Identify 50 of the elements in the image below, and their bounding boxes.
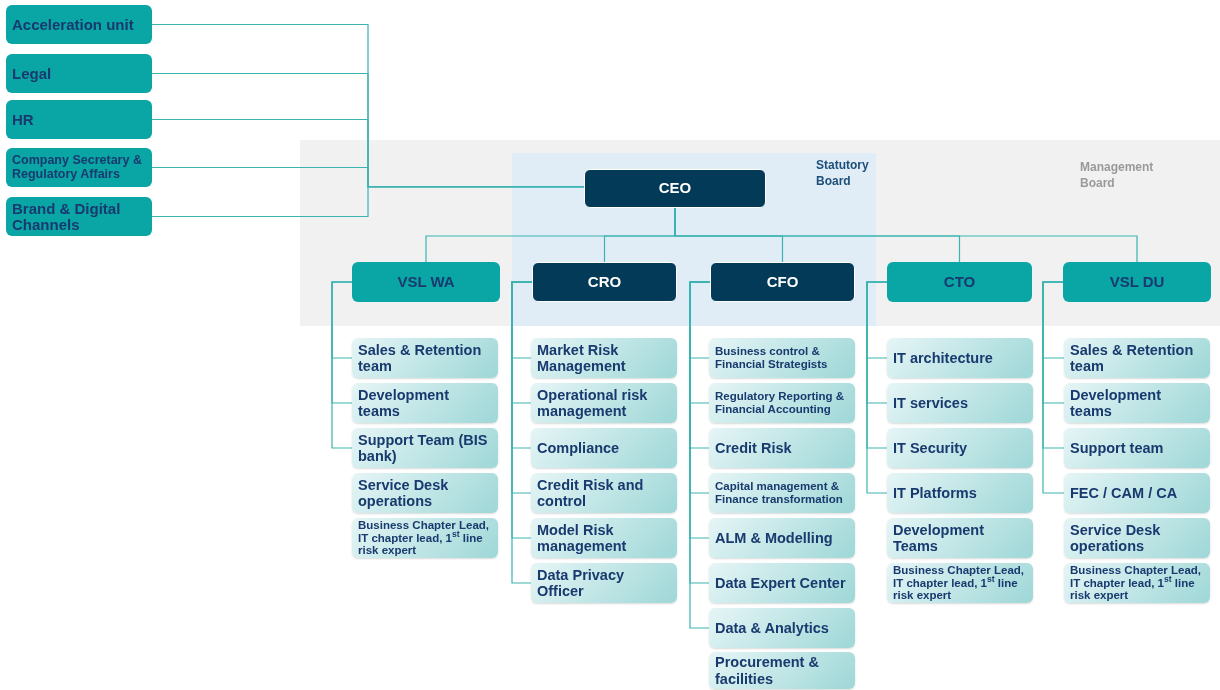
team-box: FEC / CAM / CA — [1064, 473, 1210, 513]
management-board-band — [300, 140, 1220, 326]
executive-box: CEO — [584, 169, 766, 208]
team-box: Model Risk management — [531, 518, 677, 558]
team-box: Data & Analytics — [709, 608, 855, 648]
team-box: Business Chapter Lead, IT chapter lead, 1$^{st}$ line risk expert — [1064, 563, 1210, 603]
team-box: IT architecture — [887, 338, 1033, 378]
connector-line — [151, 185, 585, 218]
team-box: Sales & Retention team — [352, 338, 498, 378]
connector-line — [1042, 281, 1065, 494]
unit-box: Brand & Digital Channels — [6, 197, 152, 236]
team-box: Business Chapter Lead, IT chapter lead, 1$^{st}$ line risk expert — [352, 518, 498, 558]
team-box: Development teams — [352, 383, 498, 423]
team-box: IT Security — [887, 428, 1033, 468]
team-box: Service Desk operations — [352, 473, 498, 513]
team-box: Credit Risk — [709, 428, 855, 468]
division-box: VSL WA — [352, 262, 500, 302]
executive-box: CRO — [532, 262, 677, 302]
team-box: Credit Risk and control — [531, 473, 677, 513]
division-box: CTO — [887, 262, 1032, 302]
unit-box: Company Secretary & Regulatory Affairs — [6, 148, 152, 187]
team-box: Procurement & facilities — [709, 652, 855, 689]
connector-line — [866, 281, 888, 494]
statutory-board-region — [512, 153, 876, 326]
executive-box: CFO — [710, 262, 855, 302]
board-label: Management Board — [1080, 160, 1155, 192]
unit-box: HR — [6, 100, 152, 139]
team-box: Capital management & Finance transformation — [709, 473, 855, 513]
team-box: Business Chapter Lead, IT chapter lead, 1$^{st}$ line risk expert — [887, 563, 1033, 603]
division-box: VSL DU — [1063, 262, 1211, 302]
team-box: Operational risk management — [531, 383, 677, 423]
connector-line — [331, 281, 353, 449]
unit-box: Legal — [6, 54, 152, 93]
team-box: Business control & Financial Strategists — [709, 338, 855, 378]
team-box: Sales & Retention team — [1064, 338, 1210, 378]
team-box: Development teams — [1064, 383, 1210, 423]
board-label: Statutory Board — [816, 158, 870, 190]
team-box: Compliance — [531, 428, 677, 468]
team-box: Regulatory Reporting & Financial Accounting — [709, 383, 855, 423]
team-box: Market Risk Management — [531, 338, 677, 378]
team-box: Data Expert Center — [709, 563, 855, 603]
team-box: Development Teams — [887, 518, 1033, 558]
team-box: Support team — [1064, 428, 1210, 468]
team-box: IT Platforms — [887, 473, 1033, 513]
team-box: ALM & Modelling — [709, 518, 855, 558]
team-box: Support Team (BIS bank) — [352, 428, 498, 468]
team-box: IT services — [887, 383, 1033, 423]
team-box: Data Privacy Officer — [531, 563, 677, 603]
unit-box: Acceleration unit — [6, 5, 152, 44]
team-box: Service Desk operations — [1064, 518, 1210, 558]
